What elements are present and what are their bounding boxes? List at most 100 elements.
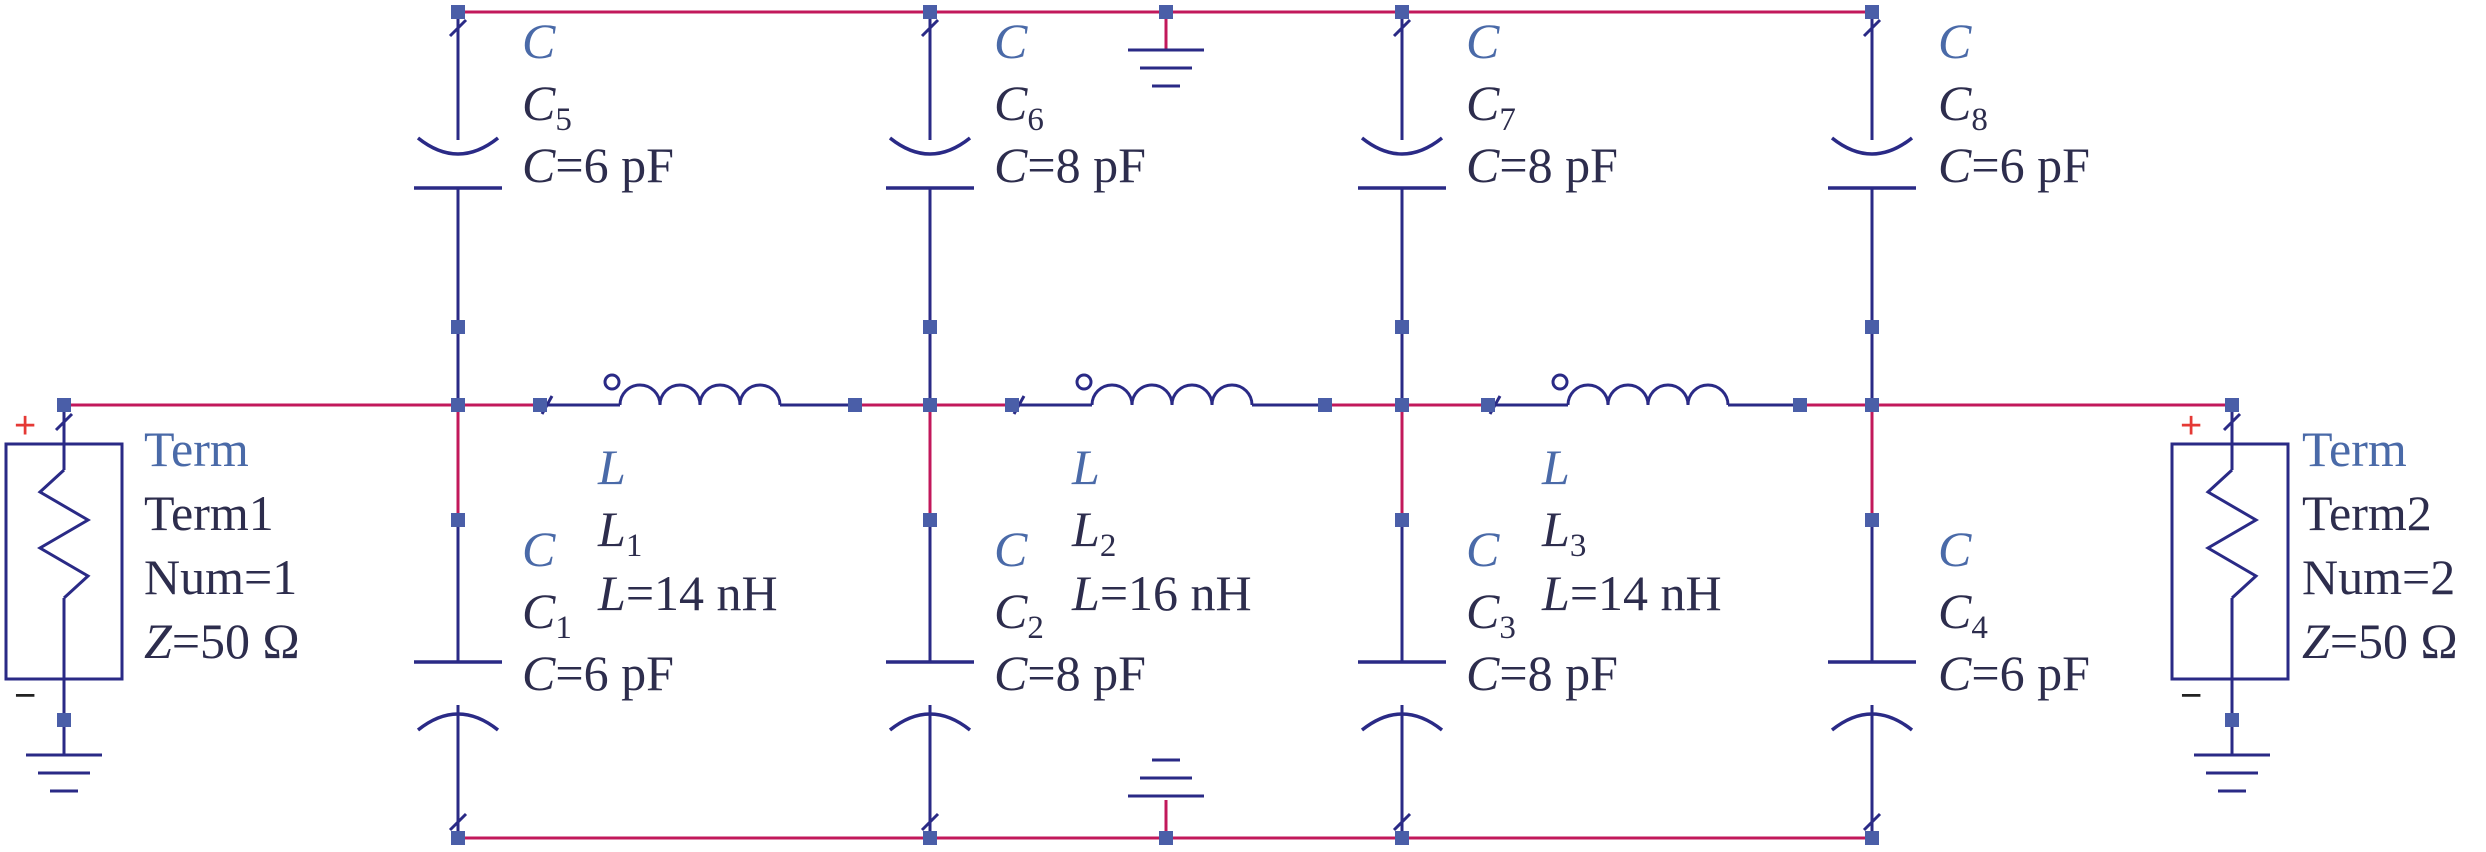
component-value: C=8 pF <box>994 645 1146 701</box>
component-name: C1 <box>522 583 572 646</box>
node <box>1865 513 1879 527</box>
term-type: Term <box>144 421 249 477</box>
node <box>1159 831 1173 845</box>
node <box>1865 5 1879 19</box>
node <box>923 398 937 412</box>
inductor-l2-symbol <box>1012 373 1325 415</box>
capacitor-c7-label: C C7 C=8 pF <box>1466 13 1618 193</box>
node <box>451 398 465 412</box>
capacitor-c6-symbol <box>886 18 974 190</box>
term2-symbol <box>2170 405 2290 685</box>
inductor-l3-symbol <box>1488 373 1800 415</box>
capacitor-c7-symbol <box>1358 18 1446 190</box>
ground-bottom-icon <box>1128 758 1204 798</box>
term2-label: Term Term2 Num=2 Z=50 Ω <box>2302 421 2458 669</box>
term-type: Term <box>2302 421 2407 477</box>
node <box>1865 831 1879 845</box>
capacitor-c2-label: C C2 C=8 pF <box>994 521 1146 701</box>
component-type: C <box>994 521 1028 577</box>
capacitor-c3-label: C C3 C=8 pF <box>1466 521 1618 701</box>
component-type: C <box>994 13 1028 69</box>
node <box>1395 513 1409 527</box>
term-name: Term2 <box>2302 485 2432 541</box>
inductor-l3-label: L L3 L=14 nH <box>1541 439 1722 621</box>
node <box>451 831 465 845</box>
component-value: C=8 pF <box>1466 645 1618 701</box>
capacitor-c5-label: C C5 C=6 pF <box>522 13 674 193</box>
node <box>923 831 937 845</box>
component-type: C <box>1938 521 1972 577</box>
wires <box>64 10 2232 840</box>
node <box>2225 713 2239 727</box>
node <box>1395 320 1409 334</box>
capacitor-c4-symbol <box>1828 660 1916 832</box>
term-name: Term1 <box>144 485 274 541</box>
capacitor-c3-symbol <box>1358 660 1446 832</box>
component-value: C=6 pF <box>1938 137 2090 193</box>
node <box>1793 398 1807 412</box>
component-name: L1 <box>597 501 642 564</box>
ground-symbols <box>26 48 2270 798</box>
component-name: L2 <box>1071 501 1116 564</box>
component-name: C3 <box>1466 583 1516 646</box>
term1-label: Term Term1 Num=1 Z=50 Ω <box>144 421 300 669</box>
node <box>1395 831 1409 845</box>
node <box>1481 398 1495 412</box>
component-value: C=6 pF <box>1938 645 2090 701</box>
ground-term1-icon <box>26 685 102 793</box>
ground-term2-icon <box>2194 685 2270 793</box>
capacitor-c1-symbol <box>414 660 502 832</box>
capacitor-c8-symbol <box>1828 18 1916 190</box>
term-symbols <box>4 405 2290 685</box>
term-num: Num=2 <box>2302 549 2455 605</box>
component-type: C <box>522 521 556 577</box>
node <box>923 320 937 334</box>
term1-plus-mark: + <box>14 405 36 447</box>
component-name: C2 <box>994 583 1044 646</box>
component-value: L=14 nH <box>597 565 778 621</box>
node <box>1395 398 1409 412</box>
capacitor-c2-symbol <box>886 660 974 832</box>
component-name: C8 <box>1938 75 1988 138</box>
node <box>57 398 71 412</box>
term-impedance: Z=50 Ω <box>144 613 300 669</box>
node <box>1395 5 1409 19</box>
component-type: C <box>1466 521 1500 577</box>
term1-symbol <box>4 405 124 685</box>
component-name: L3 <box>1541 501 1586 564</box>
term2-plus-mark: + <box>2180 405 2202 447</box>
inductor-symbols <box>540 373 1800 415</box>
component-wires <box>456 12 1874 838</box>
capacitor-c4-label: C C4 C=6 pF <box>1938 521 2090 701</box>
capacitor-c5-symbol <box>414 18 502 190</box>
capacitor-c6-label: C C6 C=8 pF <box>994 13 1146 193</box>
node <box>2225 398 2239 412</box>
inductor-l1-symbol <box>540 373 855 415</box>
node <box>1318 398 1332 412</box>
component-value: C=6 pF <box>522 645 674 701</box>
component-type: L <box>1071 439 1100 495</box>
ground-top-icon <box>1128 48 1204 88</box>
component-type: L <box>597 439 626 495</box>
inductor-l2-label: L L2 L=16 nH <box>1071 439 1252 621</box>
capacitor-c1-label: C C1 C=6 pF <box>522 521 674 701</box>
inductor-l1-label: L L1 L=14 nH <box>597 439 778 621</box>
component-type: L <box>1541 439 1570 495</box>
component-type: C <box>1466 13 1500 69</box>
node <box>848 398 862 412</box>
node <box>1865 320 1879 334</box>
component-value: C=8 pF <box>1466 137 1618 193</box>
node <box>451 5 465 19</box>
node <box>533 398 547 412</box>
component-value: L=14 nH <box>1541 565 1722 621</box>
term2-minus-mark: − <box>2180 675 2202 717</box>
node <box>923 5 937 19</box>
capacitor-c8-label: C C8 C=6 pF <box>1938 13 2090 193</box>
node <box>451 513 465 527</box>
component-value: L=16 nH <box>1071 565 1252 621</box>
component-value: C=8 pF <box>994 137 1146 193</box>
term-num: Num=1 <box>144 549 297 605</box>
node <box>1159 5 1173 19</box>
term1-minus-mark: − <box>14 675 36 717</box>
